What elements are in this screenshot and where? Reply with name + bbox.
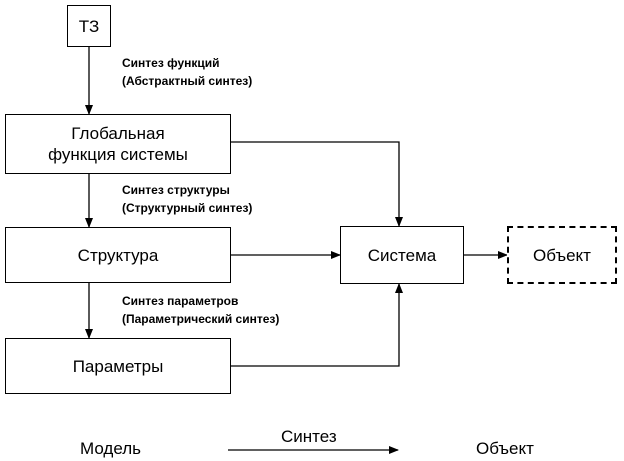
node-global-function-line-2: функция системы [48, 145, 188, 164]
note-parameter-synthesis: Синтез параметров (Параметрический синте… [122, 292, 279, 328]
note-structure-synthesis-line-2: (Структурный синтез) [122, 201, 253, 215]
note-function-synthesis-line-1: Синтез функций [122, 56, 220, 70]
note-function-synthesis: Синтез функций (Абстрактный синтез) [122, 54, 252, 90]
note-parameter-synthesis-line-2: (Параметрический синтез) [122, 312, 280, 326]
arrow-parameters-to-system [231, 283, 403, 367]
node-structure: Структура [5, 227, 231, 283]
node-tz-label: ТЗ [78, 16, 100, 36]
note-structure-synthesis-line-1: Синтез структуры [122, 183, 230, 197]
note-structure-synthesis: Синтез структуры (Структурный синтез) [122, 181, 252, 217]
node-system: Система [340, 226, 464, 284]
node-object-label: Объект [533, 245, 591, 265]
note-parameter-synthesis-line-1: Синтез параметров [122, 294, 239, 308]
node-tz: ТЗ [67, 5, 111, 47]
legend-synthesis-label: Синтез [281, 427, 337, 446]
legend-model-label: Модель [80, 439, 142, 458]
arrow-function-to-system [231, 141, 403, 227]
node-object: Объект [507, 226, 617, 284]
node-global-function: Глобальная функция системы [5, 114, 231, 174]
node-structure-label: Структура [77, 245, 159, 265]
node-system-label: Система [367, 245, 437, 265]
node-parameters-label: Параметры [72, 356, 164, 376]
node-parameters: Параметры [5, 338, 231, 394]
node-global-function-line-1: Глобальная [71, 124, 165, 143]
legend-object-label: Объект [476, 439, 534, 458]
note-function-synthesis-line-2: (Абстрактный синтез) [122, 74, 253, 88]
node-global-function-label: Глобальная функция системы [48, 123, 188, 165]
